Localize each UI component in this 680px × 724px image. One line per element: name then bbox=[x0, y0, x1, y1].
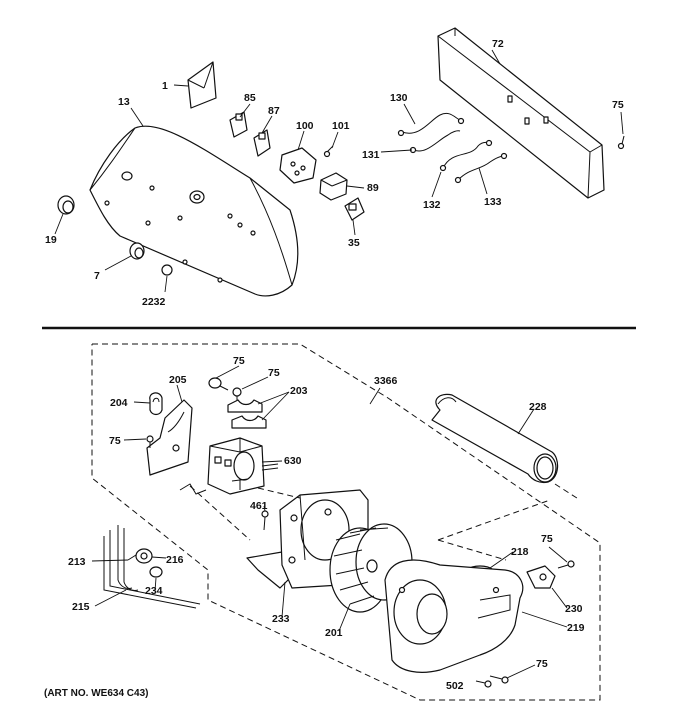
callout-228: 228 bbox=[529, 401, 547, 413]
callout-7: 7 bbox=[94, 270, 100, 282]
assembly-3366-boundary bbox=[91, 343, 601, 701]
part-2232-plug bbox=[161, 264, 173, 276]
callout-72: 72 bbox=[492, 38, 504, 50]
callout-204: 204 bbox=[110, 397, 128, 409]
part-203-clamp-2 bbox=[231, 415, 267, 429]
callout-13: 13 bbox=[118, 96, 130, 108]
callout-461: 461 bbox=[250, 500, 268, 512]
part-75-screw-c bbox=[146, 435, 154, 448]
callout-234: 234 bbox=[145, 585, 163, 597]
part-205-bracket bbox=[146, 399, 193, 476]
callout-75-b: 75 bbox=[268, 367, 280, 379]
callout-130: 130 bbox=[390, 92, 408, 104]
part-89-switch bbox=[319, 172, 348, 201]
part-132-harness bbox=[439, 139, 493, 172]
part-131-harness bbox=[409, 130, 461, 154]
callout-630: 630 bbox=[284, 455, 302, 467]
callout-131: 131 bbox=[362, 149, 380, 161]
callout-87: 87 bbox=[268, 105, 280, 117]
art-number: (ART NO. WE634 C43) bbox=[44, 688, 148, 699]
callout-89: 89 bbox=[367, 182, 379, 194]
part-203-clamp-1 bbox=[227, 399, 263, 413]
callout-100: 100 bbox=[296, 120, 314, 132]
callout-201: 201 bbox=[325, 627, 343, 639]
callout-35: 35 bbox=[348, 237, 360, 249]
lower-leaders bbox=[91, 365, 568, 679]
lower-guide-lines bbox=[179, 483, 581, 561]
callout-215: 215 bbox=[72, 601, 90, 613]
callout-216: 216 bbox=[166, 554, 184, 566]
part-219-blower-housing bbox=[384, 559, 524, 673]
callout-213: 213 bbox=[68, 556, 86, 568]
callout-233: 233 bbox=[272, 613, 290, 625]
part-72-back-panel bbox=[437, 27, 605, 199]
part-502-screw bbox=[475, 680, 492, 688]
part-461-screw bbox=[261, 510, 269, 531]
callout-75-e: 75 bbox=[536, 658, 548, 670]
part-75-screw-a bbox=[208, 377, 229, 391]
callout-19: 19 bbox=[45, 234, 57, 246]
part-87-switch bbox=[253, 129, 271, 157]
callout-203: 203 bbox=[290, 385, 308, 397]
callout-labels: 1 13 85 87 100 101 89 35 19 7 2232 72 75… bbox=[44, 38, 624, 699]
callout-75-d: 75 bbox=[541, 533, 553, 545]
callout-132: 132 bbox=[423, 199, 441, 211]
callout-3366: 3366 bbox=[374, 375, 398, 387]
part-19-knob bbox=[57, 195, 75, 215]
part-630-motor bbox=[207, 437, 279, 495]
callout-219: 219 bbox=[567, 622, 585, 634]
callout-502: 502 bbox=[446, 680, 464, 692]
part-35-switch bbox=[344, 197, 365, 221]
part-230-part bbox=[526, 565, 556, 589]
callout-75-a: 75 bbox=[233, 355, 245, 367]
part-1-envelope bbox=[187, 61, 217, 109]
callout-2232: 2232 bbox=[142, 296, 166, 308]
part-100-timer bbox=[279, 147, 317, 184]
part-130-harness bbox=[397, 112, 465, 137]
callout-1: 1 bbox=[162, 80, 168, 92]
part-204-clip bbox=[149, 392, 163, 416]
part-228-duct bbox=[431, 393, 559, 484]
callout-75-c: 75 bbox=[109, 435, 121, 447]
part-75-screw-top bbox=[617, 135, 625, 150]
callout-230: 230 bbox=[565, 603, 583, 615]
callout-133: 133 bbox=[484, 196, 502, 208]
callout-85: 85 bbox=[244, 92, 256, 104]
callout-218: 218 bbox=[511, 546, 529, 558]
part-13-control-panel bbox=[89, 125, 299, 297]
part-133-harness bbox=[454, 152, 508, 184]
part-213-215-idler-assembly bbox=[103, 525, 201, 609]
callout-75-top: 75 bbox=[612, 99, 624, 111]
callout-205: 205 bbox=[169, 374, 187, 386]
part-7-knob bbox=[129, 242, 145, 260]
part-85-switch bbox=[229, 111, 248, 138]
callout-101: 101 bbox=[332, 120, 350, 132]
part-75-screw-e bbox=[489, 675, 509, 684]
upper-leaders bbox=[54, 49, 624, 293]
part-75-screw-d bbox=[557, 560, 575, 569]
